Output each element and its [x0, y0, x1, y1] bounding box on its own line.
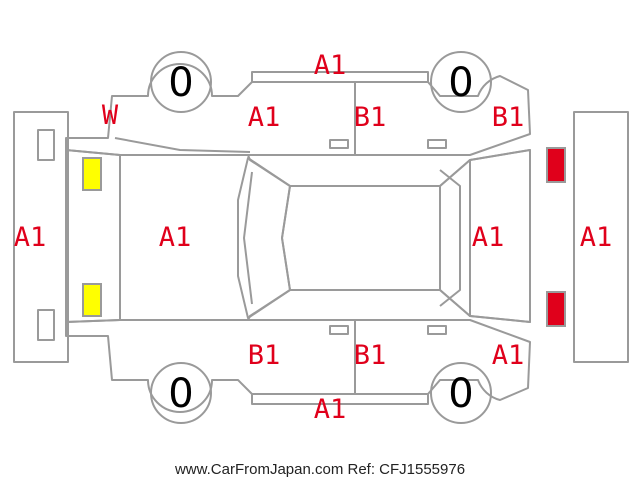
grade-windshield: W — [102, 100, 119, 131]
tire-rear-left-label: 0 — [448, 60, 473, 106]
rear-lamp-lower — [546, 291, 566, 327]
car-outline — [13, 51, 629, 424]
rear-window-shape — [439, 159, 471, 317]
grade-rear-door-right: B1 — [354, 340, 387, 371]
roof-shape — [281, 185, 441, 291]
grade-rear-bumper: A1 — [580, 222, 613, 253]
trunk-shape — [469, 149, 531, 323]
grade-trunk: A1 — [472, 222, 505, 253]
rear-bumper-shape — [573, 111, 629, 363]
grade-front-bumper: A1 — [14, 222, 47, 253]
tire-front-left-label: 0 — [168, 60, 193, 106]
rear-lamp-upper — [546, 147, 566, 183]
grade-rear-door-left: B1 — [354, 102, 387, 133]
grade-rocker-right: A1 — [314, 394, 347, 425]
grade-rear-quarter-left: B1 — [492, 102, 525, 133]
front-bumper-shape — [13, 111, 69, 363]
tire-rear-right-label: 0 — [448, 371, 473, 417]
grade-front-door-right: B1 — [248, 340, 281, 371]
tire-front-right-label: 0 — [168, 371, 193, 417]
footer-credit: www.CarFromJapan.com Ref: CFJ1555976 — [174, 461, 465, 478]
front-lamp-lower — [82, 283, 102, 317]
grade-roof-front-top: A1 — [314, 50, 347, 81]
grade-hood: A1 — [159, 222, 192, 253]
grade-rear-quarter-right: A1 — [492, 340, 525, 371]
front-lamp-upper — [82, 157, 102, 191]
grade-front-door-left: A1 — [248, 102, 281, 133]
